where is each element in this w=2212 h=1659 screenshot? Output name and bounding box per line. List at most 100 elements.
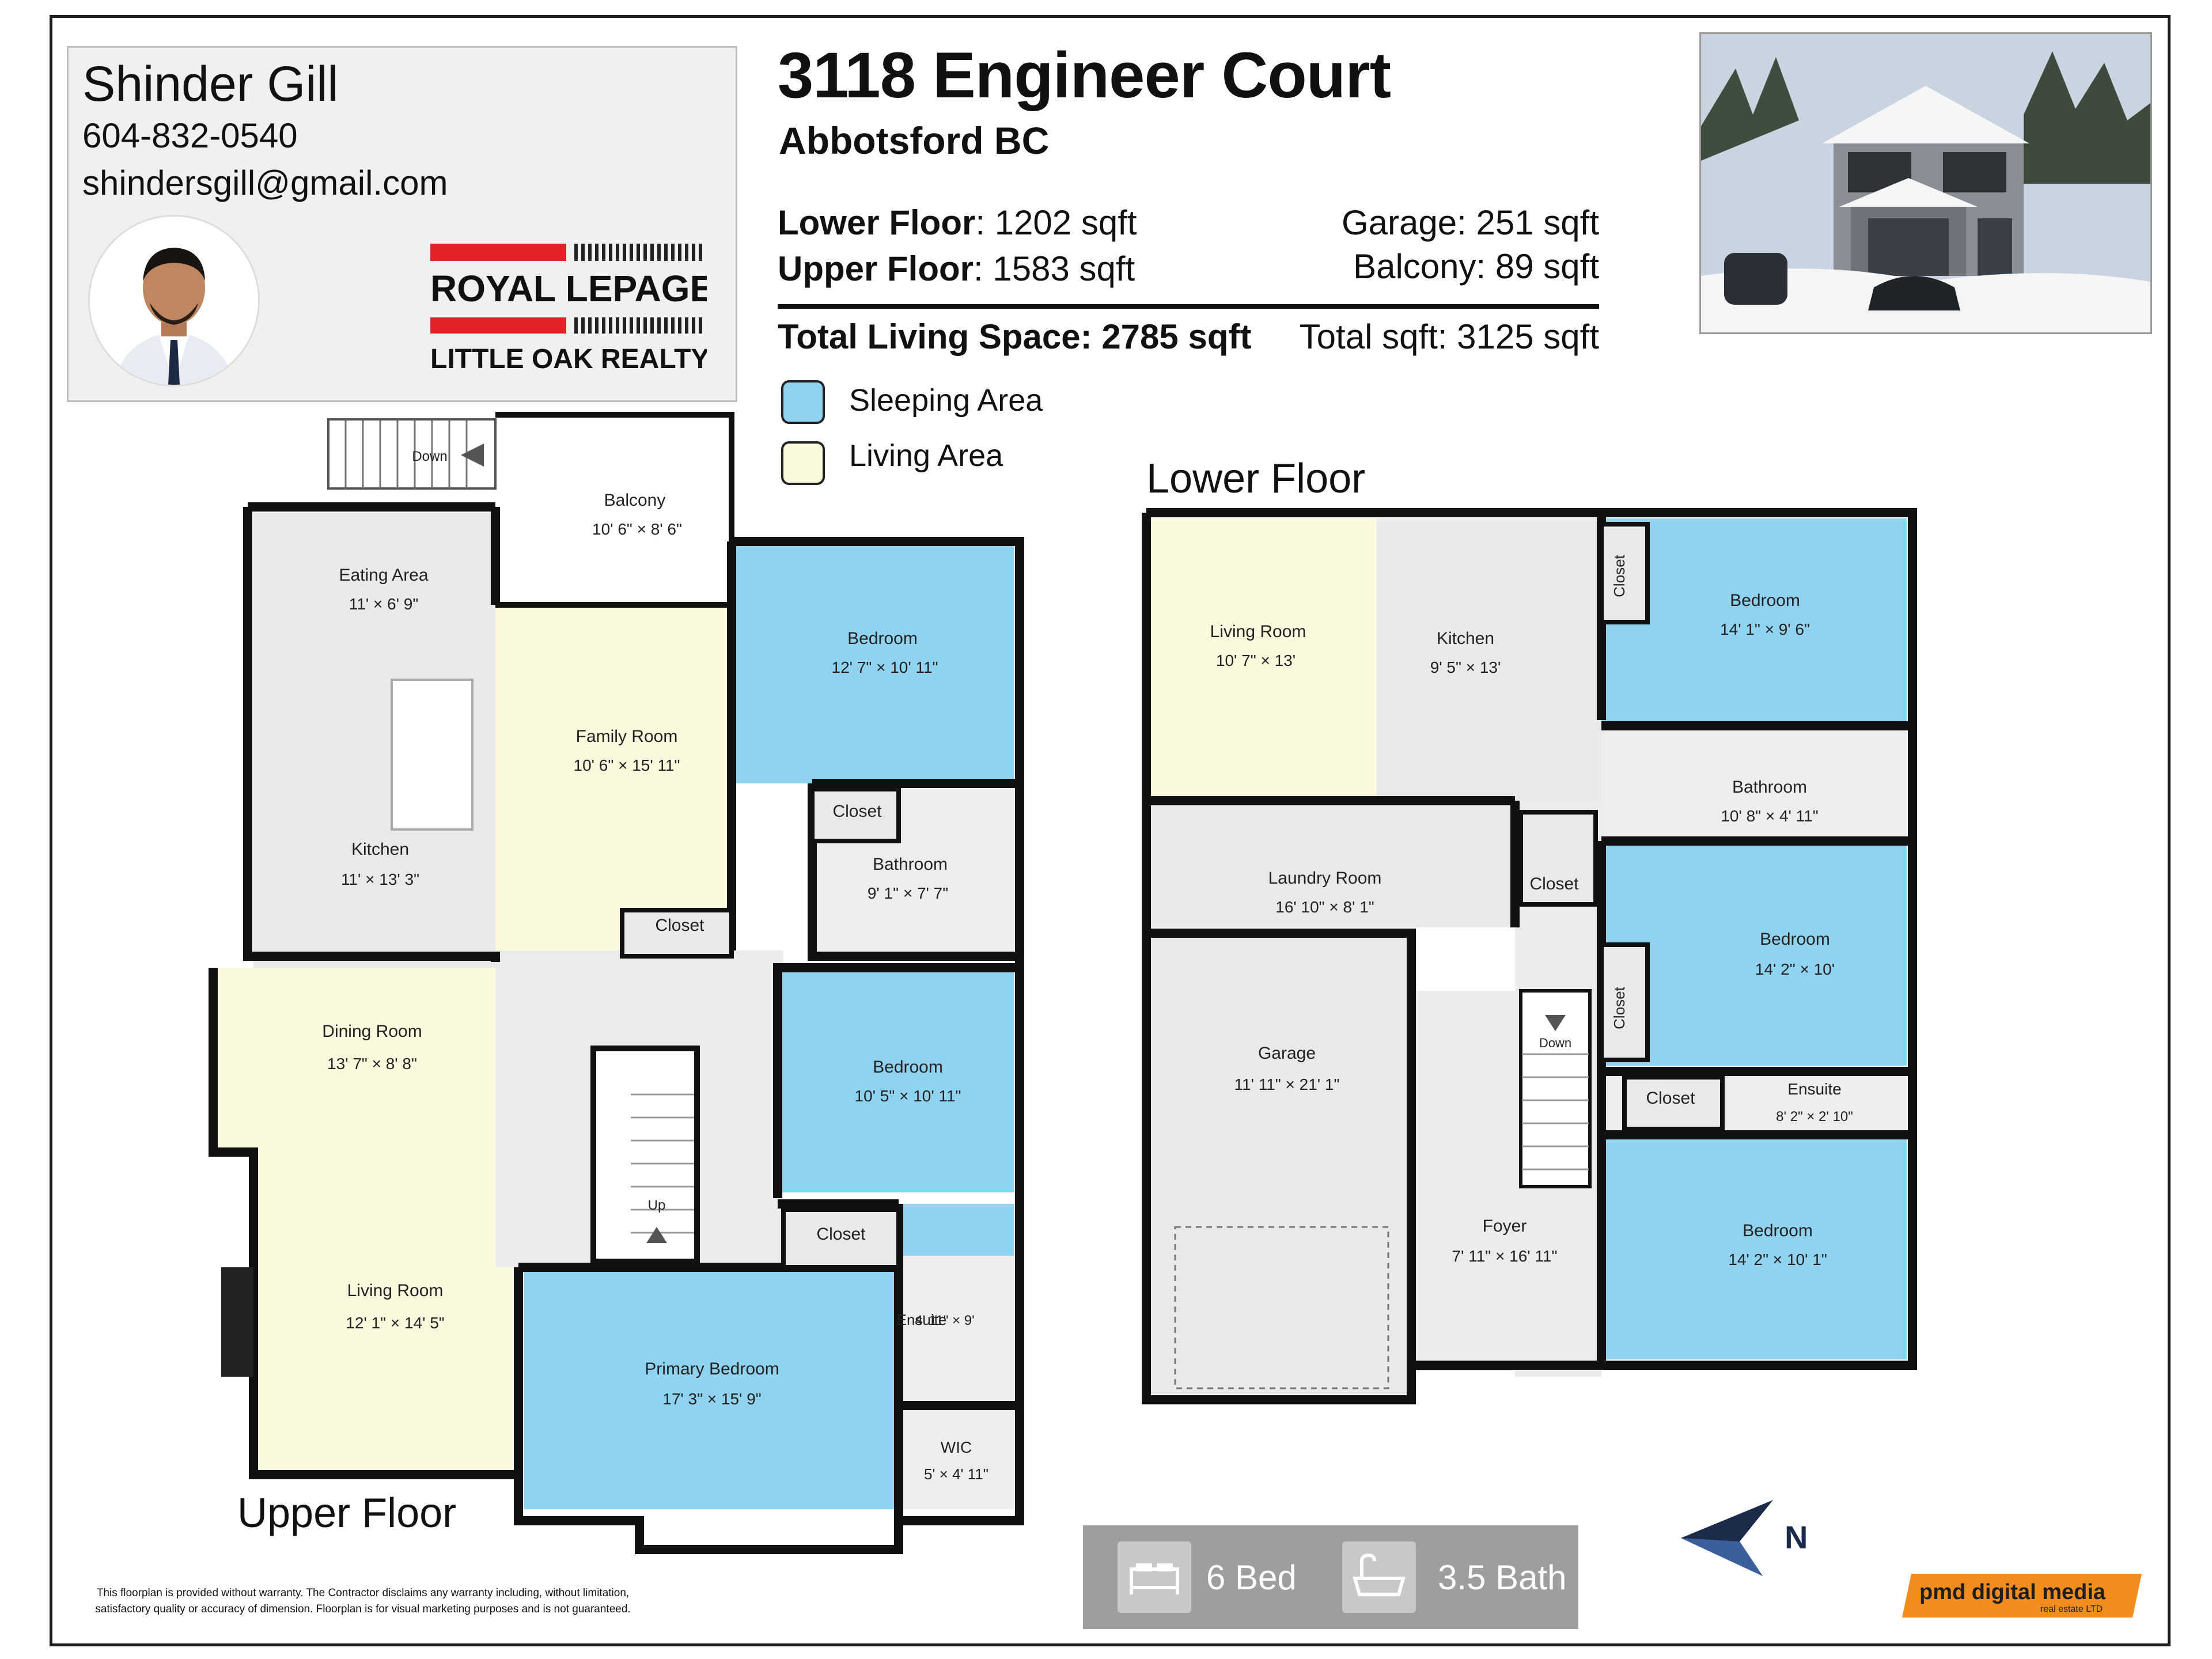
lower-laundry-name: Laundry Room — [1268, 869, 1382, 888]
pmd-logo: pmd digital media real estate LTD — [1902, 1574, 2142, 1618]
lower-closet3-name: Closet — [1611, 986, 1628, 1029]
legend-swatch-sleeping — [781, 380, 825, 424]
upper-bedroom-1 — [732, 541, 1014, 783]
brokerage-line-2: LITTLE OAK REALTY — [430, 344, 707, 374]
upper-bedroom2-name: Bedroom — [873, 1058, 943, 1077]
upper-bathroom-name: Bathroom — [873, 855, 948, 874]
lower-garage-name: Garage — [1258, 1044, 1316, 1063]
upper-eating-name: Eating Area — [339, 566, 428, 585]
upper-stair-up-label: Up — [648, 1198, 666, 1213]
lower-bedroom-1 — [1601, 518, 1907, 726]
lower-ensuite-name: Ensuite — [1787, 1080, 1841, 1098]
upper-living-room — [253, 1152, 513, 1475]
upper-closet3-name: Closet — [816, 1225, 866, 1244]
lower-foyer-name: Foyer — [1483, 1217, 1527, 1236]
disclaimer-text: This floorplan is provided without warra… — [95, 1587, 631, 1615]
lower-laundry-room — [1146, 801, 1515, 927]
lower-garage — [1146, 933, 1411, 1394]
stat-value: 3125 sqft — [1457, 317, 1599, 356]
upper-bedroom2-dim: 10' 5" × 10' 11" — [855, 1087, 961, 1105]
upper-floor-label: Upper Floor — [237, 1490, 457, 1536]
page-frame — [50, 15, 2171, 1646]
upper-dining-name: Dining Room — [322, 1022, 422, 1041]
agent-phone[interactable]: 604-832-0540 — [82, 116, 298, 155]
stat-label: Total Living Space — [778, 317, 1081, 356]
upper-balcony — [495, 415, 732, 605]
upper-primary-dim: 17' 3" × 15' 9" — [662, 1390, 761, 1408]
exterior-photo — [1699, 32, 2152, 334]
upper-living-dim: 12' 1" × 14' 5" — [346, 1314, 444, 1332]
upper-floor-plan: Down Up Balcony 10' 6" × 8' 6" Eating Ar… — [209, 412, 1024, 1554]
garage-parking-outline — [1174, 1226, 1389, 1389]
stat-value: 251 sqft — [1476, 203, 1600, 242]
stat-label: Lower Floor — [778, 203, 976, 242]
lower-living-room — [1146, 518, 1377, 801]
lower-bedroom3-name: Bedroom — [1743, 1221, 1813, 1240]
lower-foyer-dim: 7' 11" × 16' 11" — [1452, 1247, 1558, 1265]
stat-value: 89 sqft — [1495, 247, 1599, 286]
lower-ensuite-dim: 8' 2" × 2' 10" — [1776, 1109, 1853, 1124]
agent-email[interactable]: shindersgill@gmail.com — [82, 164, 448, 202]
stat-label: Upper Floor — [778, 249, 974, 288]
upper-bedroom1-name: Bedroom — [847, 629, 918, 648]
upper-stair-down-label: Down — [412, 449, 447, 464]
lower-floor-plan: Down Living Room 10' 7" × 13' Kitchen 9'… — [1142, 508, 1917, 1404]
compass-icon: N — [1681, 1500, 1808, 1576]
lower-garage-dim: 11' 11" × 21' 1" — [1234, 1075, 1340, 1093]
lower-kitchen-name: Kitchen — [1437, 629, 1494, 648]
upper-dining-room — [213, 968, 495, 1152]
legend-swatch-living — [781, 441, 825, 485]
brokerage-logo: ROYAL LEPAGE LITTLE OAK REALTY — [430, 244, 707, 374]
lower-bathroom — [1601, 726, 1907, 841]
upper-primary-bedroom — [524, 1267, 899, 1509]
upper-family-name: Family Room — [576, 727, 678, 746]
upper-closet1-name: Closet — [832, 802, 882, 821]
lower-bedroom3-dim: 14' 2" × 10' 1" — [1728, 1251, 1827, 1268]
lower-floor-label: Lower Floor — [1146, 456, 1366, 502]
baths-count: 3.5 Bath — [1438, 1558, 1567, 1597]
upper-wic-name: WIC — [941, 1438, 972, 1456]
stat-lower-floor: Lower Floor: 1202 sqft — [778, 203, 1137, 242]
lower-kitchen-dim: 9' 5" × 13' — [1430, 658, 1501, 676]
upper-dining-dim: 13' 7" × 8' 8" — [327, 1055, 417, 1073]
bath-icon — [1342, 1541, 1416, 1613]
bed-icon — [1118, 1541, 1191, 1613]
legend-label-living: Living Area — [849, 438, 1003, 473]
upper-ensuite-name: Ensuite — [897, 1311, 947, 1328]
upper-bathroom-dim: 9' 1" × 7' 7" — [868, 884, 948, 902]
agent-name: Shinder Gill — [82, 56, 339, 112]
stat-value: 2785 sqft — [1101, 317, 1252, 356]
header-divider — [778, 304, 1599, 309]
upper-ensuite-dim: 4' 11" × 9' — [915, 1313, 974, 1328]
upper-wic — [899, 1406, 1014, 1509]
upper-kitchen-dim: 11' × 13' 3" — [341, 870, 419, 888]
stat-label: Total sqft — [1299, 317, 1438, 356]
lower-bedroom2-name: Bedroom — [1760, 930, 1830, 949]
stat-value: 1202 sqft — [994, 203, 1137, 242]
lower-bathroom-dim: 10' 8" × 4' 11" — [1721, 807, 1818, 825]
stair-arrow-icon — [1545, 1015, 1566, 1031]
upper-closet2-name: Closet — [655, 916, 704, 935]
lower-kitchen — [1377, 518, 1601, 801]
upper-balcony-name: Balcony — [604, 491, 666, 510]
house-photo-icon — [1701, 34, 2150, 332]
upper-eating-dim: 11' × 6' 9" — [349, 595, 419, 613]
upper-bedroom-2 — [778, 968, 1014, 1192]
stair-arrow-icon — [646, 1227, 667, 1243]
lower-closet1-name: Closet — [1611, 554, 1628, 597]
credit-name: pmd digital media — [1919, 1580, 2106, 1604]
lower-bedroom2-dim: 14' 2" × 10' — [1755, 960, 1835, 978]
stat-upper-floor: Upper Floor: 1583 sqft — [778, 249, 1135, 288]
brokerage-line-1: ROYAL LEPAGE — [430, 268, 707, 309]
lower-closet2-name: Closet — [1529, 874, 1579, 893]
lower-laundry-dim: 16' 10" × 8' 1" — [1275, 898, 1374, 916]
upper-bedroom1-dim: 12' 7" × 10' 11" — [832, 658, 938, 676]
upper-wic-dim: 5' × 4' 11" — [924, 1465, 988, 1483]
upper-living-name: Living Room — [347, 1281, 444, 1300]
lower-bedroom-2 — [1601, 841, 1907, 1066]
lower-living-dim: 10' 7" × 13' — [1216, 652, 1296, 669]
credit-tagline: real estate LTD — [2040, 1604, 2103, 1614]
lower-bedroom1-name: Bedroom — [1730, 591, 1800, 610]
lower-bedroom1-dim: 14' 1" × 9' 6" — [1720, 620, 1810, 638]
lower-bathroom-name: Bathroom — [1732, 778, 1807, 797]
